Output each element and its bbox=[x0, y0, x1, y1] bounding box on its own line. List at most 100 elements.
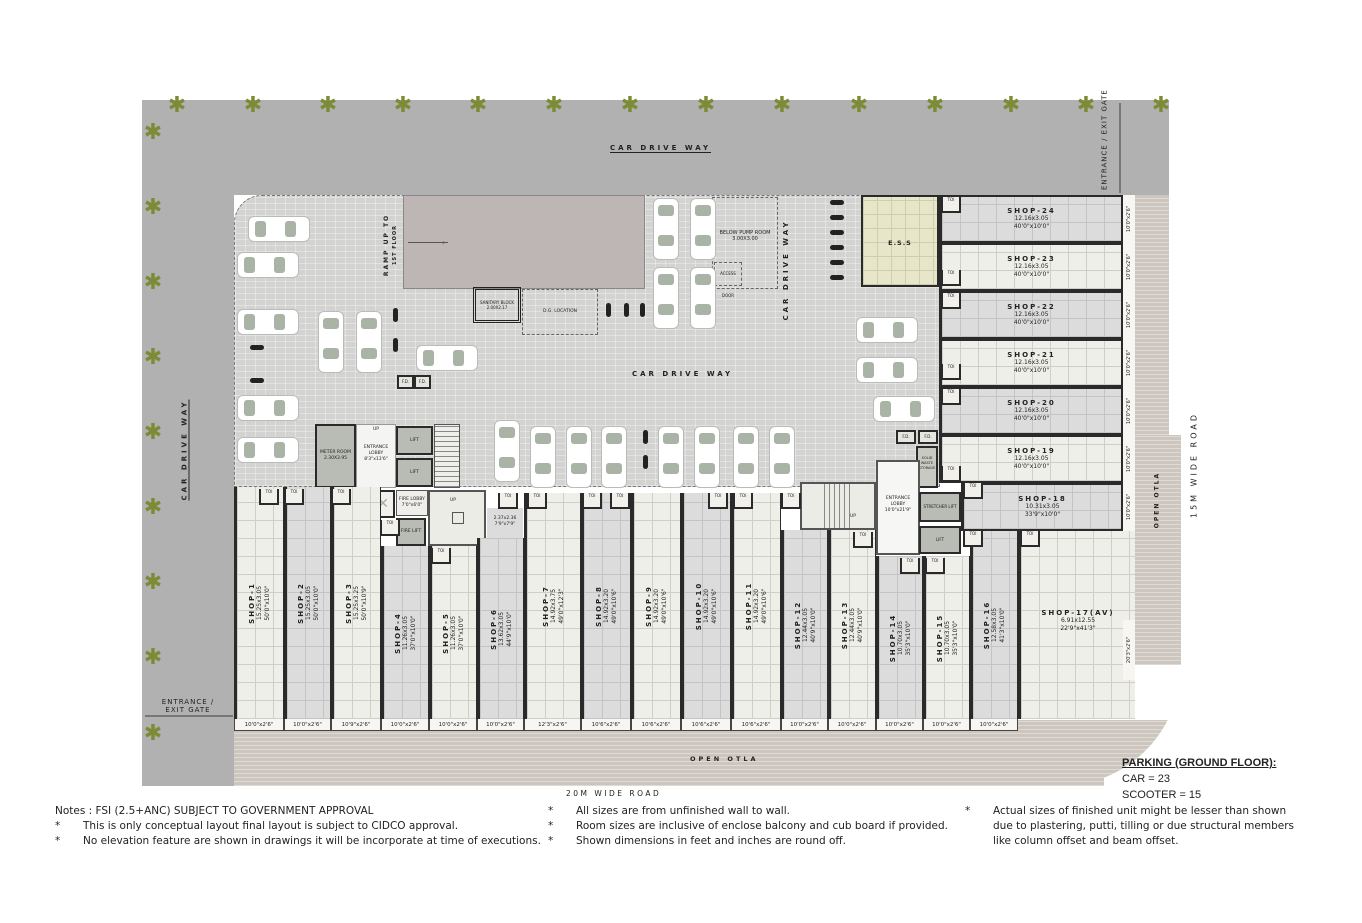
shop-metric: 14.92x3.20 bbox=[653, 588, 660, 624]
shop-unit-corner[interactable]: SHOP-17(AV) 6.91x12.55 22'9"x41'3" bbox=[1018, 531, 1135, 719]
palm-tree-icon: ✱ bbox=[167, 93, 187, 118]
palm-tree-icon: ✱ bbox=[143, 120, 163, 145]
shop-metric: 12.16x3.05 bbox=[1014, 215, 1049, 222]
scooter-spot[interactable] bbox=[606, 303, 611, 317]
shop-imperial: 22'9"x41'3" bbox=[1060, 625, 1096, 632]
lift-right[interactable]: LIFT bbox=[919, 526, 961, 554]
stretcher-lift[interactable]: STRETCHER LIFT bbox=[919, 492, 961, 522]
scooter-spot[interactable] bbox=[250, 378, 264, 383]
bullet: * bbox=[965, 805, 971, 817]
parking-spot-car[interactable] bbox=[237, 252, 299, 278]
parking-spot-car[interactable] bbox=[653, 267, 679, 329]
parking-spot-car[interactable] bbox=[318, 311, 344, 373]
toilet: TOI bbox=[900, 558, 920, 574]
scooter-spot[interactable] bbox=[830, 245, 844, 250]
shop-name: SHOP-8 bbox=[595, 585, 603, 627]
scooter-spot[interactable] bbox=[643, 430, 648, 444]
lift-left-2[interactable]: LIFT bbox=[396, 458, 433, 487]
palm-tree-icon: ✱ bbox=[143, 570, 163, 595]
scooter-spot[interactable] bbox=[830, 215, 844, 220]
shop-name: SHOP-18 bbox=[1018, 495, 1067, 503]
fire-lift[interactable]: FIRE LIFT bbox=[396, 518, 426, 546]
parking-spot-car[interactable] bbox=[653, 198, 679, 260]
notes-col1: Notes : FSI (2.5+ANC) SUBJECT TO GOVERNM… bbox=[55, 804, 555, 849]
parking-spot-car[interactable] bbox=[873, 396, 935, 422]
shop-metric: 11.26x3.05 bbox=[450, 615, 457, 650]
access-door[interactable]: ACCESS DOOR bbox=[714, 262, 742, 298]
scooter-spot[interactable] bbox=[393, 308, 398, 322]
parking-spot-car[interactable] bbox=[658, 426, 684, 488]
entrance-exit-gate-left[interactable] bbox=[145, 715, 233, 717]
shop-metric: 10.70x3.05 bbox=[896, 620, 904, 655]
parking-spot-car[interactable] bbox=[237, 395, 299, 421]
scooter-spot[interactable] bbox=[640, 303, 645, 317]
shop-name: SHOP-4 bbox=[394, 611, 402, 654]
parking-spot-car[interactable] bbox=[248, 216, 310, 242]
lift-left-1[interactable]: LIFT bbox=[396, 426, 433, 455]
toilet: TOI bbox=[733, 493, 753, 509]
staircase-left bbox=[434, 424, 460, 488]
parking-spot-car[interactable] bbox=[690, 267, 716, 329]
parking-spot-car[interactable] bbox=[733, 426, 759, 488]
parking-spot-car[interactable] bbox=[769, 426, 795, 488]
parking-spot-car[interactable] bbox=[416, 345, 478, 371]
parking-spot-car[interactable] bbox=[356, 311, 382, 373]
entrance-exit-gate-top[interactable] bbox=[1119, 103, 1121, 193]
parking-spot-car[interactable] bbox=[856, 357, 918, 383]
shop-metric: 12.16x3.05 bbox=[1014, 311, 1049, 318]
shop-metric: 12.16x3.05 bbox=[1014, 263, 1049, 270]
scooter-spot[interactable] bbox=[830, 230, 844, 235]
scooter-spot[interactable] bbox=[393, 338, 398, 352]
palm-tree-icon: ✱ bbox=[772, 93, 792, 118]
toilet: TOI bbox=[941, 389, 961, 405]
toilet: TOI bbox=[498, 493, 518, 509]
parking-spot-car[interactable] bbox=[566, 426, 592, 488]
parking-spot-car[interactable] bbox=[601, 426, 627, 488]
parking-spot-car[interactable] bbox=[237, 437, 299, 463]
toilet: TOI bbox=[925, 558, 945, 574]
scooter-spot[interactable] bbox=[830, 200, 844, 205]
parking-spot-car[interactable] bbox=[856, 317, 918, 343]
parking-spot-car[interactable] bbox=[694, 426, 720, 488]
scooter-spot[interactable] bbox=[250, 345, 264, 350]
parking-spot-car[interactable] bbox=[690, 198, 716, 260]
toilet: TOI bbox=[781, 493, 801, 509]
meter-room: METER ROOM 2.30X3.95 bbox=[315, 424, 356, 488]
shop-metric: 6.91x12.55 bbox=[1060, 617, 1096, 624]
frontage-dim-right: 10'0"x2'6" bbox=[1123, 243, 1135, 292]
parking-spot-car[interactable] bbox=[530, 426, 556, 488]
scooter-spot[interactable] bbox=[830, 260, 844, 265]
scooter-spot[interactable] bbox=[643, 455, 648, 469]
frontage-dim: 10'6"x2'6" bbox=[631, 719, 681, 731]
toilet: TOI bbox=[941, 466, 961, 482]
scooter-spot[interactable] bbox=[624, 303, 629, 317]
shop-name: SHOP-1 bbox=[248, 582, 256, 624]
scooter-spot[interactable] bbox=[830, 275, 844, 280]
parking-spot-car[interactable] bbox=[237, 309, 299, 335]
toilet: TOI bbox=[610, 493, 630, 509]
parking-spot-car[interactable] bbox=[494, 420, 520, 482]
